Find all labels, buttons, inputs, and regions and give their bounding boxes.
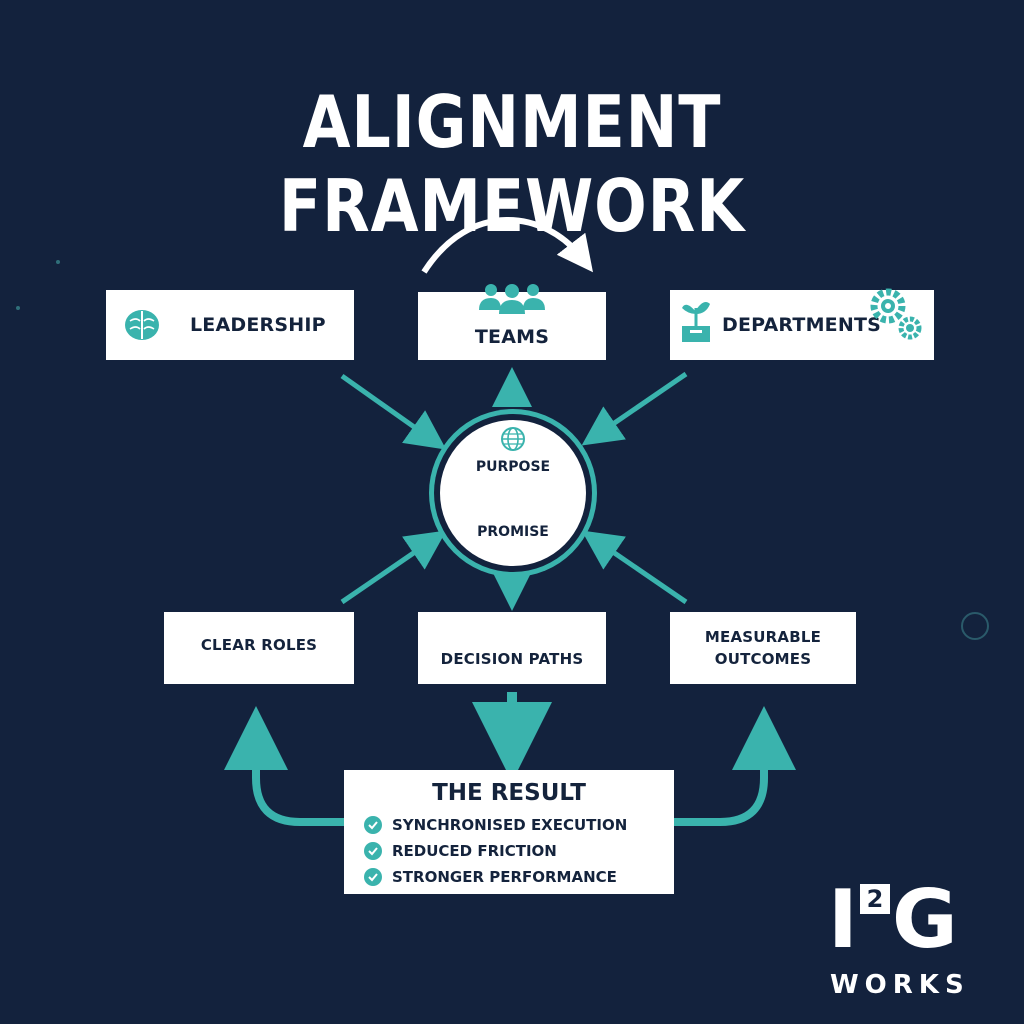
check-circle-icon — [364, 842, 382, 860]
node-label: LEADERSHIP — [190, 314, 326, 336]
node-label: CLEAR ROLES — [200, 636, 318, 654]
node-measurable-outcomes: MEASURABLE OUTCOMES — [670, 612, 856, 684]
decor-ring — [961, 612, 989, 640]
promise-label: PROMISE — [477, 524, 549, 540]
arrow-roles-to-center — [340, 530, 447, 605]
node-teams: TEAMS — [418, 284, 606, 360]
node-label: DECISION PATHS — [440, 650, 584, 668]
node-label: TEAMS — [474, 326, 550, 348]
logo-superscript: 2 — [860, 884, 890, 914]
arrow-leadership-to-center — [340, 373, 447, 450]
result-item: SYNCHRONISED EXECUTION — [364, 814, 627, 836]
decor-dot — [16, 306, 20, 310]
node-clear-roles: CLEAR ROLES — [164, 612, 354, 684]
loop-result-to-outcomes — [674, 706, 796, 826]
seedling-box-icon — [682, 302, 710, 342]
node-decision-paths: DECISION PATHS — [418, 612, 606, 684]
node-departments: DEPARTMENTS — [670, 288, 934, 360]
node-label-line1: MEASURABLE — [704, 628, 822, 646]
result-item-label: STRONGER PERFORMANCE — [392, 868, 617, 886]
arrow-departments-to-center — [581, 371, 688, 446]
brain-icon — [125, 310, 159, 340]
result-item-label: REDUCED FRICTION — [392, 842, 557, 860]
logo-letter-g: G — [892, 873, 958, 966]
people-group-icon — [479, 284, 545, 314]
globe-icon — [501, 427, 525, 451]
loop-result-to-roles — [224, 706, 344, 826]
node-label: DEPARTMENTS — [722, 314, 882, 336]
result-title: THE RESULT — [432, 780, 586, 806]
page-title: ALIGNMENT FRAMEWORK — [278, 80, 746, 248]
result-box: THE RESULT SYNCHRONISED EXECUTION REDUCE… — [344, 770, 674, 894]
decor-dot — [56, 260, 60, 264]
node-leadership: LEADERSHIP — [106, 290, 354, 360]
result-item-label: SYNCHRONISED EXECUTION — [392, 816, 628, 834]
arrow-outcomes-to-center — [581, 530, 688, 605]
check-circle-icon — [364, 868, 382, 886]
node-label-line2: OUTCOMES — [714, 650, 812, 668]
result-item: STRONGER PERFORMANCE — [364, 866, 617, 888]
logo-letter-i: I — [828, 873, 858, 966]
brand-logo: I 2 G WORKS — [826, 873, 966, 1001]
gears-icon — [870, 288, 922, 340]
check-circle-icon — [364, 816, 382, 834]
cycle-arrow — [421, 217, 594, 274]
purpose-label: PURPOSE — [475, 459, 551, 475]
result-item: REDUCED FRICTION — [364, 840, 557, 862]
center-circle: PURPOSE PROMISE — [440, 420, 586, 566]
logo-works: WORKS — [830, 970, 970, 1000]
